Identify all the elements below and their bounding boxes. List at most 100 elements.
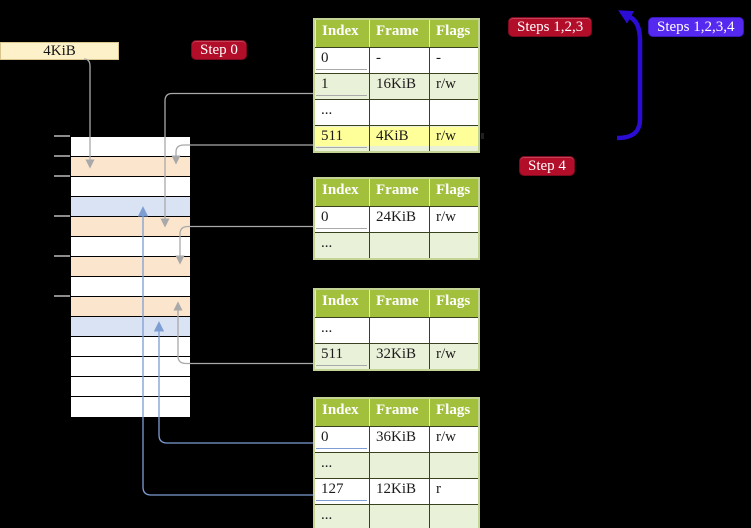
table-cell: r/w [429, 344, 478, 369]
column-header: Frame [369, 290, 429, 317]
table-cell [429, 100, 478, 125]
memory-frame-row [71, 197, 190, 217]
table-cell: 1 [315, 74, 369, 99]
arrow-pte511-to-frame-32k [173, 301, 313, 365]
address-tick [54, 255, 70, 257]
table-cell: 0 [315, 427, 369, 452]
arrow-pte0-to-frame-24k [175, 225, 313, 265]
table-cell: ... [321, 320, 333, 336]
physical-memory-column [70, 136, 191, 418]
table-cell: ... [321, 235, 333, 251]
table-cell [369, 318, 429, 343]
table-cell: 0 [315, 207, 369, 232]
table-row: ... [315, 452, 478, 478]
table-cell: ... [321, 102, 333, 118]
column-header: Frame [369, 179, 429, 206]
table-cell: ... [321, 507, 333, 523]
table-cell [369, 233, 429, 258]
table-cell: r/w [429, 126, 478, 151]
steps-1234-badge: Steps 1,2,3,4 [648, 17, 744, 37]
address-tick [54, 215, 70, 217]
step-4-badge: Step 4 [519, 156, 575, 176]
column-header: Flags [429, 290, 478, 317]
memory-frame-row [71, 137, 190, 157]
connector-tail [316, 95, 367, 96]
column-header: Frame [369, 20, 429, 47]
table-cell: - [369, 48, 429, 73]
table-cell: 511 [315, 126, 369, 151]
loop-arrow-origin-tick [481, 133, 484, 139]
table-row: ... [315, 504, 478, 528]
address-tick [54, 135, 70, 137]
table-row: ... [315, 317, 478, 343]
table-cell: r/w [429, 74, 478, 99]
memory-frame-row [71, 377, 190, 397]
memory-frame-row [71, 257, 190, 277]
memory-frame-row [71, 297, 190, 317]
arrow-pte511-to-frame-4k [171, 144, 313, 165]
table-cell [429, 233, 478, 258]
table-cell: 127 [315, 479, 369, 504]
table-cell: 4KiB [369, 126, 429, 151]
connector-tail [316, 365, 367, 366]
table-cell [369, 453, 429, 478]
step-0-badge: Step 0 [191, 40, 247, 60]
column-header: Index [315, 399, 369, 426]
connector-tail [316, 147, 367, 148]
table-cell [369, 505, 429, 528]
connector-tail [316, 500, 367, 501]
arrow-steps-loop-big-blue [616, 10, 643, 141]
table-row: ... [315, 232, 478, 258]
table-cell [429, 453, 478, 478]
table-cell: 0 [315, 48, 369, 73]
address-tick [54, 295, 70, 297]
column-header: Frame [369, 399, 429, 426]
page-size-label: 4KiB [0, 42, 119, 60]
table-row: 0-- [315, 47, 478, 73]
memory-frame-row [71, 237, 190, 257]
table-cell: 511 [315, 344, 369, 369]
column-header: Index [315, 179, 369, 206]
table-cell [429, 318, 478, 343]
table-cell: - [429, 48, 478, 73]
steps-123-badge: Steps 1,2,3 [508, 17, 593, 37]
connector-tail [316, 448, 367, 449]
table-row: ... [315, 99, 478, 125]
memory-frame-row [71, 397, 190, 417]
column-header: Index [315, 20, 369, 47]
table-cell: 12KiB [369, 479, 429, 504]
table-cell: r/w [429, 207, 478, 232]
table-cell: 32KiB [369, 344, 429, 369]
table-cell: 16KiB [369, 74, 429, 99]
table-cell [369, 100, 429, 125]
address-tick [54, 155, 70, 157]
memory-frame-row [71, 157, 190, 177]
memory-frame-row [71, 337, 190, 357]
connector-tail [316, 69, 367, 70]
memory-frame-row [71, 217, 190, 237]
column-header: Flags [429, 179, 478, 206]
table-cell: r [429, 479, 478, 504]
memory-frame-row [71, 357, 190, 377]
memory-frame-row [71, 277, 190, 297]
table-cell [429, 505, 478, 528]
address-tick [54, 175, 70, 177]
memory-frame-row [71, 317, 190, 337]
column-header: Index [315, 290, 369, 317]
column-header: Flags [429, 399, 478, 426]
